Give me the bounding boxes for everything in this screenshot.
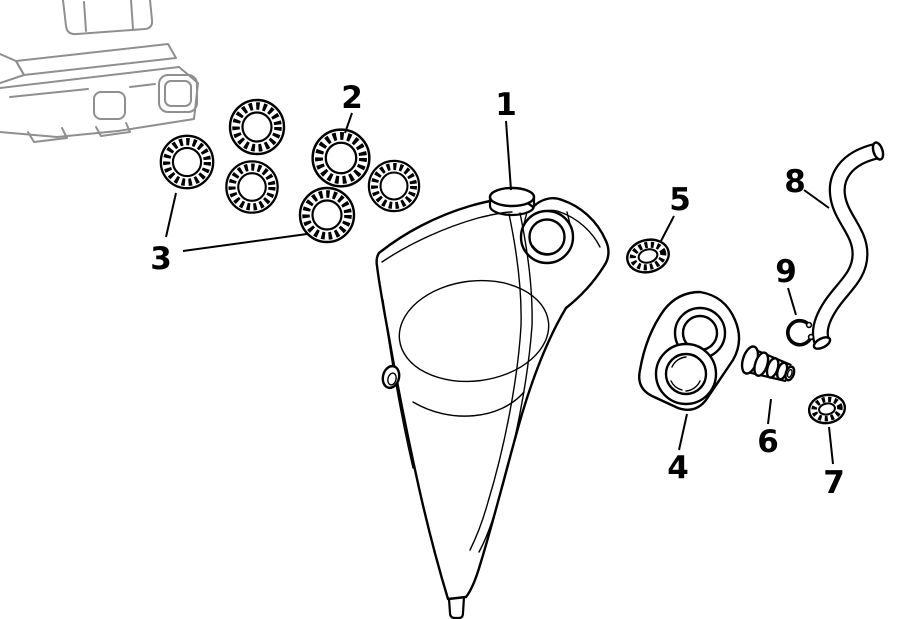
- callout-1: 1: [495, 87, 517, 123]
- part-hose-fitting: [740, 345, 796, 383]
- callout-6: 6: [757, 424, 779, 460]
- part-retaining-ring: [786, 318, 815, 347]
- part-adapter-housing: [375, 186, 610, 619]
- part-flange-bushing: [638, 290, 741, 411]
- callout-9: 9: [775, 254, 797, 290]
- callout-5: 5: [669, 182, 691, 218]
- callout-3: 3: [150, 241, 172, 277]
- engine-midsection-ghost: [0, 0, 199, 143]
- callout-2: 2: [341, 80, 363, 116]
- seal-cap: [488, 186, 536, 208]
- part-grommet-set: [161, 100, 419, 242]
- part-cap-5: [626, 238, 670, 274]
- part-cap-7: [807, 393, 847, 425]
- part-hose: [811, 141, 885, 350]
- callout-4: 4: [667, 450, 689, 486]
- callout-7: 7: [823, 465, 845, 501]
- leader-lines: [165, 112, 834, 465]
- callout-8: 8: [784, 164, 806, 200]
